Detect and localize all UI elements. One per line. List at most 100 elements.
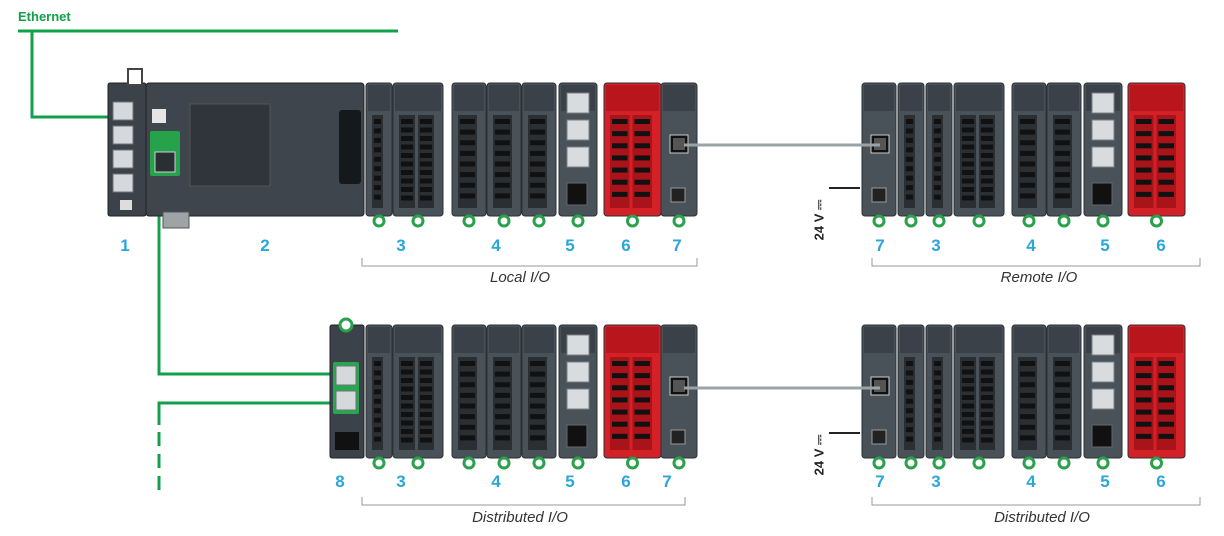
dist-right-module-4a-terminal-pin — [1020, 435, 1035, 441]
dist-left-module-3b-terminal-pin — [420, 378, 432, 383]
dist-left-module-6-terminal-pin — [634, 385, 650, 391]
dist-right-module-3b-terminal-pin — [934, 427, 941, 433]
dist-left-module-3b-terminal-pin — [401, 369, 413, 375]
remote-module-5-terminal — [1091, 182, 1113, 206]
dist-left-module-number-4: 4 — [491, 472, 501, 491]
dist-left-module-3a-terminal-pin — [374, 417, 381, 423]
dist-right-module-6-terminal-pin — [1136, 373, 1152, 379]
local-module-4b-terminal-pin — [495, 193, 510, 199]
dist-left-module-6-terminal-pin — [612, 433, 628, 439]
dist-right-module-6-terminal-pin — [1136, 397, 1152, 403]
local-module-4b — [486, 82, 522, 228]
remote-module-5 — [1083, 82, 1123, 228]
remote-module-3c-terminal-pin — [981, 119, 993, 124]
remote-module-6-terminal-pin — [1158, 167, 1174, 173]
remote-module-7-aux-port — [871, 187, 887, 203]
dist-right-module-4b-terminal-pin — [1055, 361, 1070, 366]
dist-right-module-3b-terminal-pin — [934, 361, 941, 366]
dist-left-module-6-terminal-pin — [612, 385, 628, 391]
remote-module-3c-terminal-pin — [962, 161, 974, 167]
dist-right-module-3a-din-clip — [904, 456, 918, 470]
dist-left-module-number-8: 8 — [335, 472, 345, 491]
local-module-3b-terminal-pin — [401, 127, 413, 133]
dist-right-module-7-bus-port-inner — [874, 380, 886, 392]
dist-right-module-7-top-cover — [864, 327, 894, 353]
dist-left-module-3b-terminal-pin — [420, 429, 432, 434]
local-module-5-rj45-port — [566, 119, 590, 141]
dist-left-module-4a-terminal-pin — [460, 435, 475, 441]
remote-module-4a-terminal-pin — [1020, 119, 1035, 124]
dist-left-module-4b-top-cover — [489, 327, 519, 353]
local-module-4a — [451, 82, 487, 228]
dist-right-module-3c-terminal-pin — [981, 386, 993, 392]
dist-left-module-4a-din-clip — [462, 456, 476, 470]
local-module-3b-terminal-pin — [420, 136, 432, 141]
coupler8-clip — [338, 317, 354, 333]
remote-module-number-6: 6 — [1156, 236, 1166, 255]
dist-right-module-3a-terminal-pin — [906, 389, 913, 395]
remote-module-3b-terminal-pin — [934, 166, 941, 172]
remote-module-3c-terminal-pin — [962, 127, 974, 133]
local-module-3b-terminal-pin — [420, 153, 432, 158]
local-module-3a-top-cover — [368, 85, 390, 111]
dist-right-module-7 — [861, 324, 897, 470]
dist-right-module-6-terminal-block — [1134, 357, 1154, 450]
remote-module-3b-din-clip — [932, 214, 946, 228]
coupler8-rj45-port-2 — [335, 390, 357, 411]
local-module-4a-terminal-pin — [460, 150, 475, 156]
dist-left-module-4b-terminal-pin — [495, 435, 510, 441]
remote-module-6-terminal-pin — [1158, 155, 1174, 161]
dist-right-module-5-rj45-port — [1091, 334, 1115, 356]
ethernet-label: Ethernet — [18, 9, 71, 24]
local-module-6-terminal-pin — [634, 131, 650, 137]
dist-left-module-4c-terminal-pin — [530, 361, 545, 366]
remote-io-label: Remote I/O — [1000, 269, 1078, 286]
dist-left-module-3a-terminal-pin — [374, 427, 381, 433]
local-module-3b-din-clip — [411, 214, 425, 228]
local-module-3a-terminal-pin — [374, 185, 381, 191]
remote-module-6-terminal-pin — [1158, 191, 1174, 197]
group-brackets — [361, 258, 1201, 506]
remote-module-5-din-clip — [1096, 214, 1110, 228]
local-module-6-terminal-pin — [612, 119, 628, 124]
local-module-5-rj45-port — [566, 92, 590, 114]
dist-right-module-3a — [897, 324, 925, 470]
local-module-4a-din-clip — [462, 214, 476, 228]
dist-left-module-4c-terminal-pin — [530, 435, 545, 441]
local-module-4c — [521, 82, 557, 228]
dist-left-module-5-rj45-port — [566, 388, 590, 410]
remote-module-4b-din-clip — [1057, 214, 1071, 228]
local-module-3a-terminal-pin — [374, 166, 381, 172]
remote-module-3c-terminal-pin — [981, 170, 993, 175]
dist-left-module-4c-top-cover — [524, 327, 554, 353]
controller-qr-code — [152, 109, 166, 123]
dist-left-module-3b-terminal-pin — [420, 369, 432, 375]
remote-module-3c-terminal-pin — [981, 136, 993, 141]
remote-module-3c-terminal-pin — [962, 153, 974, 158]
local-module-4c-terminal-pin — [530, 172, 545, 178]
dist-right-module-3c-terminal-pin — [962, 412, 974, 417]
remote-module-7 — [861, 82, 897, 228]
remote-module-3c-terminal-pin — [962, 144, 974, 150]
local-module-4a-top-cover — [454, 85, 484, 111]
remote-module-3a-top-cover — [900, 85, 922, 111]
dist-left-module-3a-terminal-pin — [374, 370, 381, 376]
local-module-3a-terminal-pin — [374, 128, 381, 134]
remote-module-5-rj45-port — [1091, 92, 1115, 114]
dist-right-module-4a-top-cover — [1014, 327, 1044, 353]
local-module-6-din-clip — [626, 214, 639, 228]
remote-module-3a-terminal-pin — [906, 128, 913, 134]
remote-module-3c-terminal-pin — [962, 170, 974, 175]
remote-module-4a-din-clip — [1022, 214, 1036, 228]
dist-right-module-4a-terminal-pin — [1020, 361, 1035, 366]
remote-module-4b-terminal-pin — [1055, 119, 1070, 124]
local-module-4c-terminal-pin — [530, 129, 545, 135]
remote-module-7-top-cover — [864, 85, 894, 111]
local-module-3b-terminal-pin — [401, 144, 413, 150]
dist-left-module-6-terminal-pin — [612, 409, 628, 415]
dist-left-module-4c-terminal-pin — [530, 392, 545, 398]
local-module-6-terminal-pin — [612, 167, 628, 173]
local-module-4b-din-clip — [497, 214, 511, 228]
remote-module-number-5: 5 — [1100, 236, 1110, 255]
dist-right-module-3c-terminal-pin — [981, 403, 993, 409]
